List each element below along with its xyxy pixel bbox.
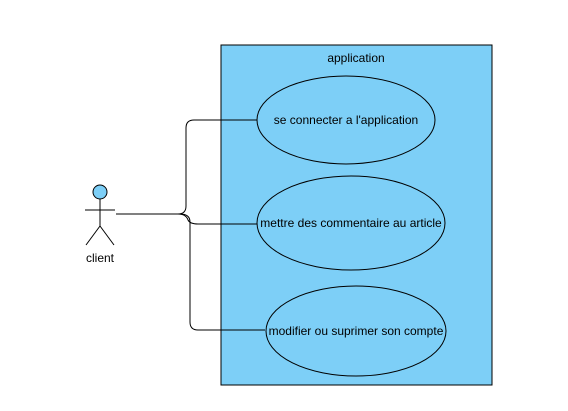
- actor-label: client: [86, 251, 115, 265]
- actor-left-leg: [85, 225, 101, 246]
- use-case-modify-label: modifier ou suprimer son compte: [269, 324, 444, 338]
- actor-head-icon: [92, 184, 108, 200]
- use-case-connect-label: se connecter a l'application: [274, 113, 418, 127]
- actor-right-leg: [99, 225, 115, 246]
- use-case-modify-ellipse: [265, 285, 447, 377]
- association-line-modify[interactable]: [116, 213, 265, 331]
- use-case-comment-label: mettre des commentaire au article: [260, 216, 442, 230]
- associations: [116, 119, 265, 331]
- use-case-connect-ellipse: [256, 75, 436, 165]
- use-case-modify[interactable]: modifier ou suprimer son compte: [265, 285, 447, 377]
- use-case-connect[interactable]: se connecter a l'application: [256, 75, 436, 165]
- actor-client[interactable]: [85, 184, 115, 246]
- use-case-comment[interactable]: mettre des commentaire au article: [256, 175, 446, 271]
- system-boundary-label: application: [327, 51, 384, 65]
- use-case-comment-ellipse: [256, 175, 446, 271]
